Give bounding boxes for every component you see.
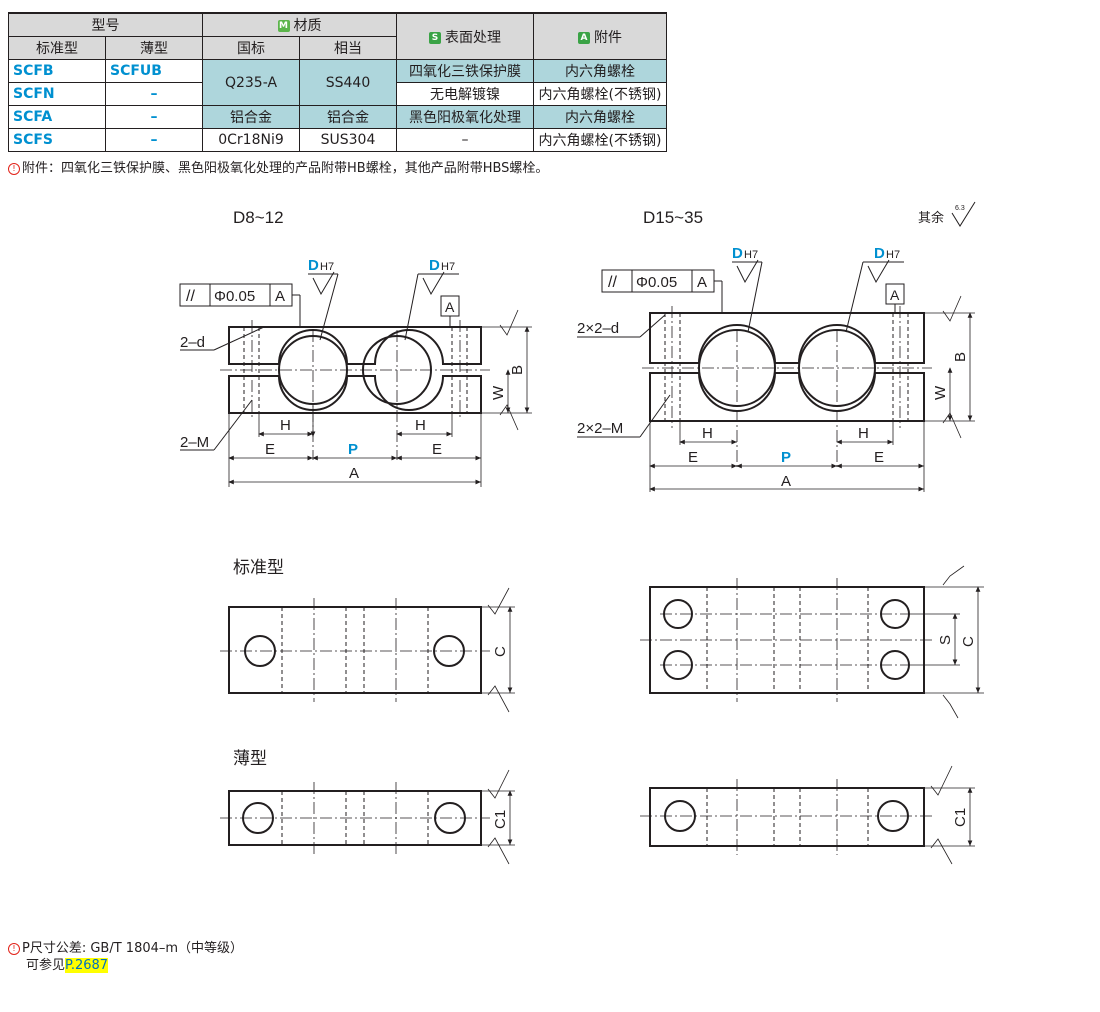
tolerance-note: !P尺寸公差: GB/T 1804–m（中等级）: [8, 941, 243, 956]
h7-label-left-large: H7: [744, 249, 758, 261]
d-label-right-large: D: [874, 245, 885, 262]
top-view-standard-small: [228, 606, 482, 694]
section-standard-title: 标准型: [233, 558, 284, 577]
dim-e-right-large: E: [874, 449, 884, 466]
rest-roughness: 6.3: [955, 205, 965, 212]
dim-h-left-large: H: [702, 425, 713, 442]
model-header: 型号: [8, 12, 203, 37]
dim-w-small: W: [490, 385, 507, 400]
h7-label-right: H7: [441, 261, 455, 273]
accessory-tag-icon: A: [578, 31, 590, 44]
gb-col-header: 国标: [202, 36, 300, 60]
top-view-thin-large: [649, 787, 925, 847]
flatness-label-large: Φ0.05: [636, 274, 677, 291]
section-thin-title: 薄型: [233, 749, 267, 768]
dim-c1-thin-small: C1: [492, 810, 509, 829]
d-label-left-large: D: [732, 245, 743, 262]
table-row: SCFN – 无电解镀镍 内六角螺栓(不锈钢): [8, 82, 667, 106]
title-large: D15~35: [643, 208, 703, 227]
h7-label-left: H7: [320, 261, 334, 273]
dim-a-small: A: [349, 465, 359, 482]
datum-label-large: A: [697, 274, 707, 291]
dim-w-large: W: [932, 385, 949, 400]
lower-block-large: [649, 372, 925, 422]
hole-label-large: 2×2–d: [577, 320, 619, 337]
svg-text://: //: [608, 274, 617, 291]
warning-icon: !: [8, 162, 20, 175]
flatness-label-small: Φ0.05: [214, 288, 255, 305]
dim-h-left-small: H: [280, 417, 291, 434]
dim-c1-thin-large: C1: [952, 808, 969, 827]
rest-label: 其余: [918, 210, 944, 225]
table-row: SCFS – 0Cr18Ni9 SUS304 – 内六角螺栓(不锈钢): [8, 128, 667, 152]
dim-p-small: P: [348, 441, 358, 458]
dim-h-right-small: H: [415, 417, 426, 434]
surface-tag-icon: S: [429, 31, 441, 44]
d-label-right: D: [429, 257, 440, 274]
upper-block-small: [228, 326, 482, 365]
datum-label-small: A: [275, 288, 285, 305]
dim-e-left-large: E: [688, 449, 698, 466]
thread-label-large: 2×2–M: [577, 420, 623, 437]
lower-block-small: [228, 375, 482, 414]
upper-block-large: [649, 312, 925, 364]
title-small: D8~12: [233, 208, 284, 227]
datum-box-small: A: [445, 299, 455, 315]
dim-b-small: B: [509, 365, 526, 375]
accessory-note: !附件：四氧化三铁保护膜、黑色阳极氧化处理的产品附带HB螺栓，其他产品附带HBS…: [8, 161, 548, 176]
thread-label-small: 2–M: [180, 434, 209, 451]
dim-c-standard-small: C: [492, 646, 509, 657]
table-row: SCFA – 铝合金 铝合金 黑色阳极氧化处理 内六角螺栓: [8, 105, 667, 129]
svg-text://: //: [186, 288, 195, 305]
page-reference-link[interactable]: P.2687: [65, 958, 109, 973]
dim-h-right-large: H: [858, 425, 869, 442]
dim-e-right-small: E: [432, 441, 442, 458]
reference-note: 可参见P.2687: [26, 958, 109, 973]
dim-c-standard-large: C: [960, 636, 977, 647]
standard-col-header: 标准型: [8, 36, 106, 60]
d-label-left: D: [308, 257, 319, 274]
dim-a-large: A: [781, 473, 791, 490]
dim-e-left-small: E: [265, 441, 275, 458]
dim-b-large: B: [952, 352, 969, 362]
hole-label-small: 2–d: [180, 334, 205, 351]
material-tag-icon: M: [277, 20, 290, 32]
dim-p-large: P: [781, 449, 791, 466]
datum-box-large: A: [890, 287, 900, 303]
dim-s-standard-large: S: [937, 635, 954, 645]
warning-icon: !: [8, 942, 20, 955]
h7-label-right-large: H7: [886, 249, 900, 261]
